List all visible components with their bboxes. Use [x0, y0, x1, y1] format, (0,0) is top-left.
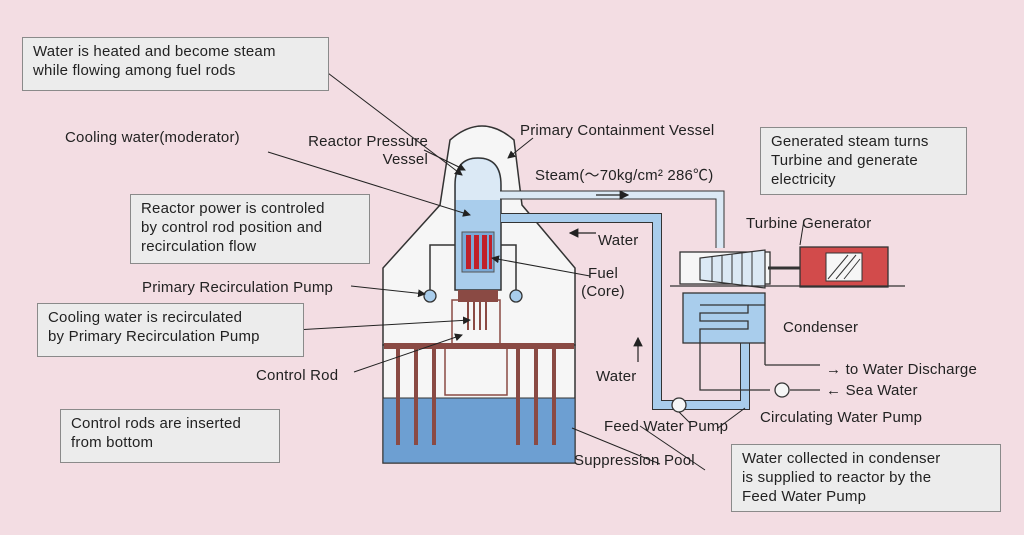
note-heated-steam: Water is heated and become steam while f…	[22, 37, 329, 91]
label-circulating-water-pump: Circulating Water Pump	[760, 409, 923, 426]
recirculation-loop-left	[429, 244, 455, 292]
label-sea-water: ← Sea Water	[826, 382, 918, 399]
label-water-upper: Water	[598, 232, 639, 249]
label-steam: Steam(～70kg/cm² 286℃)	[535, 167, 714, 184]
circulating-loop	[699, 337, 770, 391]
label-primary-recirculation-pump: Primary Recirculation Pump	[142, 279, 334, 296]
label-suppression-pool: Suppression Pool	[574, 452, 695, 469]
leader-lines	[267, 66, 805, 471]
label-feed-water-pump: Feed Water Pump	[604, 418, 729, 435]
note-turbine: Generated steam turns Turbine and genera…	[760, 127, 967, 195]
condenser	[682, 292, 766, 344]
note-recirculated: Cooling water is recirculated by Primary…	[37, 303, 304, 357]
steam-dome	[456, 159, 500, 200]
label-turbine-generator: Turbine Generator	[746, 215, 872, 232]
discharge-line	[748, 304, 820, 366]
control-rod-drives	[396, 345, 556, 445]
circulating-water-pump	[774, 382, 790, 398]
label-reactor-pressure-vessel: Reactor Pressure Vessel	[308, 133, 428, 168]
suppression-pool	[382, 397, 576, 464]
recirc-pump-left	[423, 289, 437, 303]
rod-header	[384, 343, 574, 349]
label-fuel-core: Fuel (Core)	[581, 265, 625, 300]
note-control-rods: Control rods are inserted from bottom	[60, 409, 280, 463]
recirc-pump-right	[509, 289, 523, 303]
rod-drive-housing	[458, 290, 498, 302]
generator-hatch	[827, 254, 861, 280]
note-feed-water: Water collected in condenser is supplied…	[731, 444, 1001, 512]
label-primary-containment-vessel: Primary Containment Vessel	[520, 122, 715, 139]
note-reactor-power: Reactor power is controled by control ro…	[130, 194, 370, 264]
recirculation-loop-right	[501, 244, 517, 292]
label-cooling-water: Cooling water(moderator)	[65, 129, 240, 146]
feed-water-pump	[671, 397, 687, 413]
generator-window	[825, 252, 863, 282]
control-rods	[467, 300, 487, 330]
label-water-lower: Water	[596, 368, 637, 385]
label-water-discharge: → to Water Discharge	[826, 361, 977, 378]
label-control-rod: Control Rod	[256, 367, 339, 384]
label-condenser: Condenser	[783, 319, 859, 336]
turbine-blades	[711, 251, 753, 287]
condenser-tubes	[699, 304, 749, 337]
fuel-rods	[466, 235, 492, 269]
